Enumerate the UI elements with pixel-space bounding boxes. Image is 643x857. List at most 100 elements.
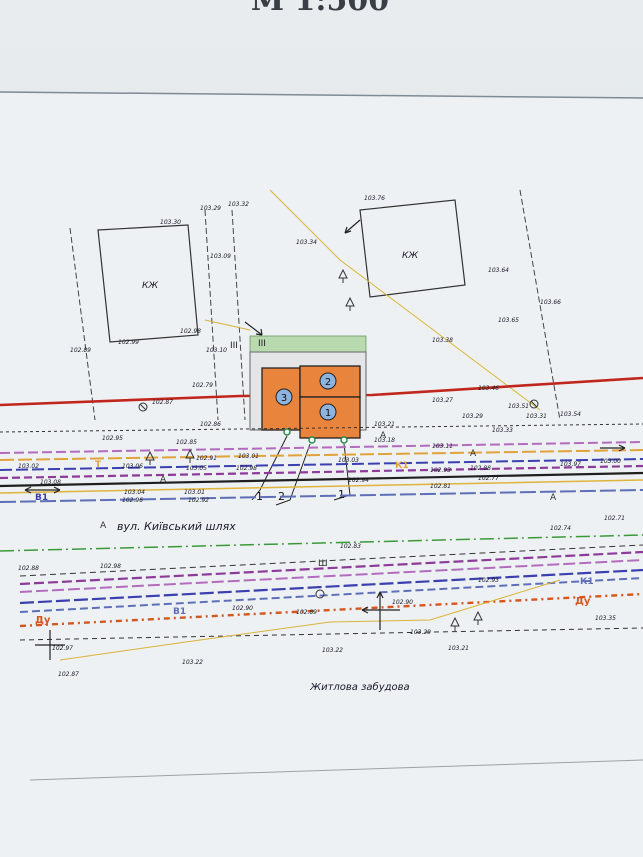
- green-zone: [249, 335, 367, 353]
- code-water-mid: В1: [173, 607, 186, 617]
- code-sewer-left: К1: [395, 461, 409, 471]
- elevation-label: 102.98: [180, 328, 201, 335]
- boundary-line-left: [69, 227, 96, 421]
- axis-label-5: А: [380, 431, 387, 441]
- elevation-label: 102.88: [470, 465, 491, 472]
- elevation-label: 102.79: [192, 382, 213, 389]
- elevation-label: 103.01: [184, 489, 205, 496]
- yellow-utility-line-2: [204, 319, 251, 331]
- building-2-marker: [319, 372, 337, 390]
- south-water-line: [19, 568, 643, 605]
- axis-label-4: А: [160, 475, 167, 485]
- hydrant-icon: [138, 402, 148, 412]
- telecom-line-1: [0, 441, 643, 454]
- elevation-label: 103.54: [560, 411, 581, 418]
- axis-label-3: А: [470, 449, 477, 459]
- elevation-label: 103.06: [122, 463, 143, 470]
- building-2-number: 2: [325, 377, 331, 388]
- axis-label-6: Ш: [318, 559, 328, 569]
- code-tel-left: Т: [95, 460, 102, 470]
- elevation-label: 103.66: [540, 299, 561, 306]
- elevation-label: 102.87: [58, 671, 79, 678]
- elevation-label: 103.46: [478, 385, 499, 392]
- left-lot-outline: [97, 224, 199, 343]
- connection-point-3: [340, 436, 348, 444]
- elevation-label: 103.09: [210, 253, 231, 260]
- south-sewer-line: [19, 550, 643, 586]
- plot-marker-right: III: [230, 341, 238, 351]
- sewer-line-north: [0, 464, 643, 480]
- elevation-label: 103.01: [238, 453, 259, 460]
- footer-caption: Житлова забудова: [309, 681, 409, 693]
- elevation-label: 102.92: [188, 497, 209, 504]
- water-line-north: [0, 458, 643, 471]
- road-edge-north: [0, 471, 643, 488]
- code-gas-left: Ду: [35, 615, 51, 626]
- elevation-label: 103.05: [186, 465, 207, 472]
- elevation-label: 102.91: [196, 455, 217, 462]
- arrow-icon: [244, 321, 263, 336]
- elevation-label: 103.97: [560, 461, 581, 468]
- boundary-line-mid-left: [204, 209, 219, 421]
- elevation-label: 103.31: [526, 413, 547, 420]
- building-3-marker: [275, 388, 293, 406]
- elevation-label: 102.71: [604, 515, 625, 522]
- elevation-label: 102.98: [100, 563, 121, 570]
- elevation-label: 102.89: [296, 609, 317, 616]
- connection-point-2: [308, 436, 316, 444]
- hydrant-icon: [529, 399, 539, 409]
- elevation-label: 103.21: [448, 645, 469, 652]
- elevation-label: 103.35: [595, 615, 616, 622]
- elevation-label: 103.38: [432, 337, 453, 344]
- building-3-number: 3: [281, 393, 287, 404]
- elevation-label: 102.87: [152, 399, 173, 406]
- boundary-line-mid: [231, 209, 246, 421]
- code-water-left: В1: [35, 493, 48, 503]
- elevation-label: 103.22: [182, 659, 203, 666]
- code-gas-right: Ду: [575, 596, 591, 607]
- building-1-number: 1: [325, 408, 331, 419]
- elevation-label: 102.97: [52, 645, 73, 652]
- elevation-label: 102.88: [18, 565, 39, 572]
- left-lot-label: КЖ: [142, 281, 158, 291]
- elevation-label: 103.21: [374, 421, 395, 428]
- well-icon: [315, 589, 325, 599]
- elevation-label: 102.94: [348, 477, 369, 484]
- plot-marker-left: III: [258, 339, 266, 349]
- elevation-labels: 103.30103.29103.32103.76103.34103.09103.…: [18, 195, 625, 678]
- elevation-label: 103.76: [364, 195, 385, 202]
- elevation-label: 102.95: [102, 435, 123, 442]
- connection-point-1: [283, 428, 291, 436]
- elevation-label: 103.34: [296, 239, 317, 246]
- elevation-label: 102.98: [236, 465, 257, 472]
- elevation-label: 103.29: [200, 205, 221, 212]
- elevation-label: 102.77: [478, 475, 499, 482]
- axis-label-1: А: [100, 521, 107, 531]
- axis-label-2: А: [550, 493, 557, 503]
- street-axis-line: [0, 534, 643, 552]
- drain-line-north: [0, 489, 643, 503]
- elevation-label: 102.90: [232, 605, 253, 612]
- south-drain-line: [19, 577, 643, 613]
- building-1-marker: [319, 403, 337, 421]
- arrow-cross-icon: [24, 486, 61, 494]
- elevation-label: 103.51: [508, 403, 529, 410]
- arrow-cross-icon: [361, 591, 400, 630]
- south-telecom-line: [19, 559, 643, 593]
- scale-title: М 1:500: [251, 0, 389, 18]
- right-lot-outline: [359, 199, 466, 298]
- elevation-label: 103.22: [322, 647, 343, 654]
- elevation-label: 102.86: [200, 421, 221, 428]
- elevation-label: 103.33: [492, 427, 513, 434]
- elevation-label: 103.08: [40, 479, 61, 486]
- tree-icon: [345, 296, 355, 311]
- arrow-cross-icon: [600, 444, 626, 452]
- elevation-label: 103.02: [18, 463, 39, 470]
- cable-line-north: [0, 479, 643, 494]
- elevation-label: 103.03: [338, 457, 359, 464]
- elevation-label: 103.27: [432, 397, 453, 404]
- callout-1-label: 1: [256, 490, 263, 503]
- elevation-label: 102.93: [478, 577, 499, 584]
